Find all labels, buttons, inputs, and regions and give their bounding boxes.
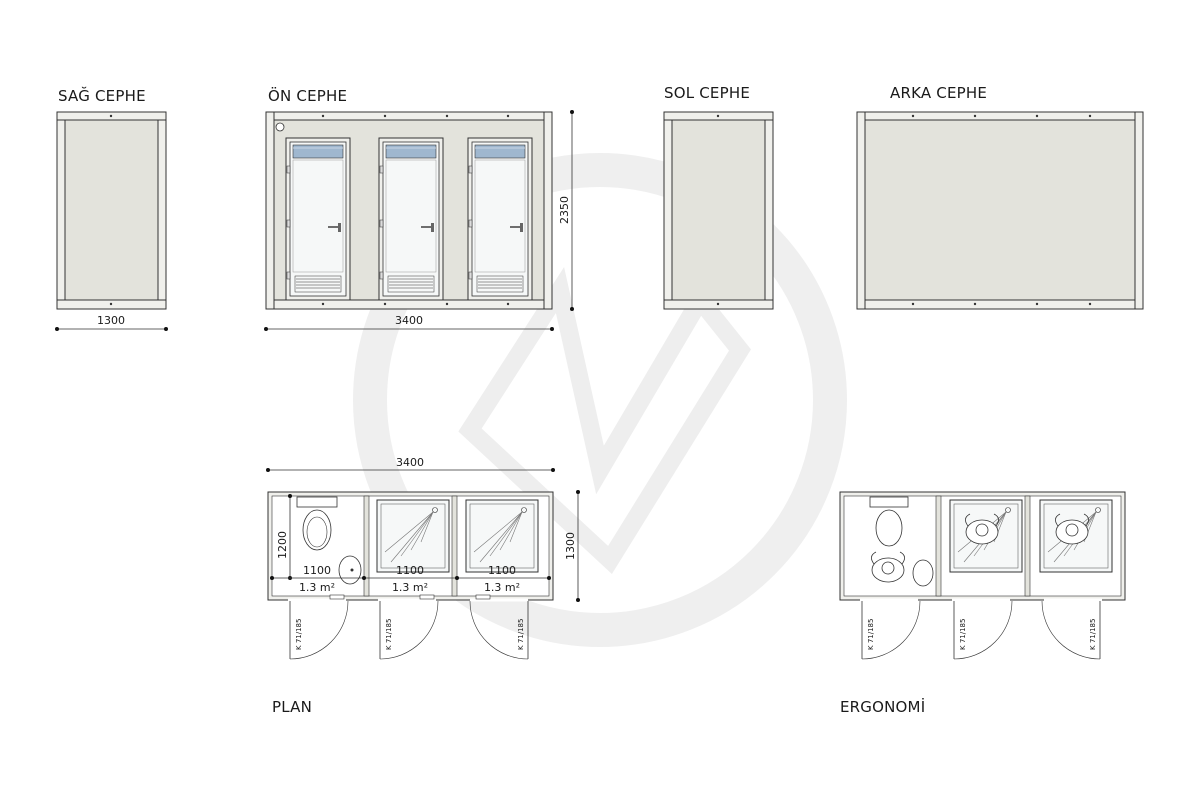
- front-elevation-title: ÖN CEPHE: [268, 87, 348, 105]
- cabin-width-1: 1100: [303, 564, 331, 577]
- cabin-width-2: 1100: [396, 564, 424, 577]
- plan-door-code-2: K 71/185: [385, 619, 393, 650]
- left-elevation: [663, 111, 774, 310]
- front-height-dim: 2350: [558, 196, 571, 224]
- cabin-width-3: 1100: [488, 564, 516, 577]
- ergonomics-title: ERGONOMİ: [840, 698, 926, 716]
- front-width-dim: 3400: [395, 314, 423, 327]
- cabin-area-3: 1.3 m²: [484, 581, 520, 594]
- floor-plan: [267, 491, 554, 660]
- plan-door-code-1: K 71/185: [295, 619, 303, 650]
- front-elevation: [265, 111, 553, 310]
- plan-width-dim: 3400: [396, 456, 424, 469]
- floor-plan-dimensions: 3400 1300 1200 1100 1100 1100 1.3 m² 1.3…: [266, 456, 580, 650]
- back-elevation-title: ARKA CEPHE: [890, 84, 988, 102]
- ergo-door-code-1: K 71/185: [867, 619, 875, 650]
- ergonomics-plan: K 71/185 K 71/185 K 71/185: [839, 491, 1126, 660]
- ergo-door-code-3: K 71/185: [1089, 619, 1097, 650]
- plan-title: PLAN: [272, 698, 313, 716]
- cabin-area-1: 1.3 m²: [299, 581, 335, 594]
- back-elevation: [856, 111, 1144, 310]
- left-elevation-title: SOL CEPHE: [664, 84, 751, 102]
- right-elevation-title: SAĞ CEPHE: [58, 87, 146, 105]
- right-elevation: [56, 111, 167, 310]
- plan-depth-dim: 1300: [564, 532, 577, 560]
- ergo-door-code-2: K 71/185: [959, 619, 967, 650]
- side-width-dim: 1300: [97, 314, 125, 327]
- right-elevation-dimension: 1300: [55, 314, 168, 331]
- front-elevation-dimensions: 3400 2350: [264, 110, 574, 331]
- cabin-area-2: 1.3 m²: [392, 581, 428, 594]
- plan-door-code-3: K 71/185: [517, 619, 525, 650]
- wc-depth-dim: 1200: [276, 531, 289, 559]
